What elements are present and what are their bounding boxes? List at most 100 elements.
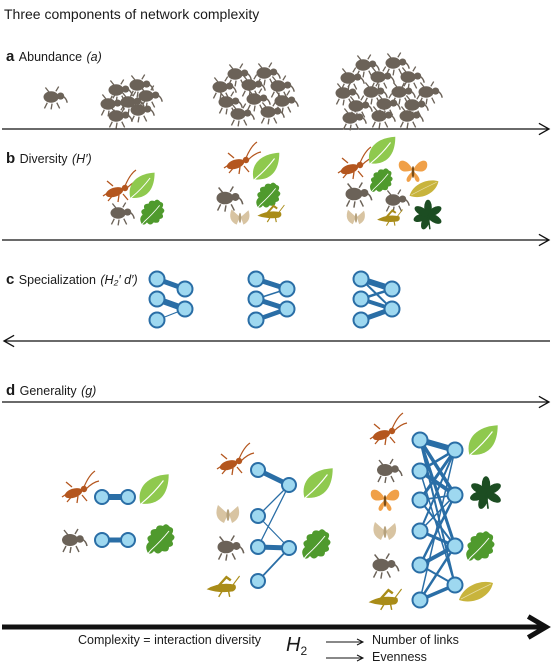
h2-symbol: H2 bbox=[286, 634, 307, 658]
panel-c-symbol: (H₂′ d′) bbox=[100, 273, 138, 287]
weevil-icon bbox=[241, 74, 266, 98]
network-link bbox=[419, 449, 456, 532]
oak-leaf-icon bbox=[301, 529, 331, 562]
oak-leaf-icon bbox=[255, 182, 281, 210]
network-node bbox=[176, 280, 194, 298]
weevil-icon bbox=[43, 86, 68, 110]
network-node bbox=[120, 532, 136, 548]
panel-b-name: Diversity bbox=[19, 152, 68, 166]
panel-a-heading: a Abundance (a) bbox=[6, 48, 102, 66]
weevil-icon bbox=[110, 202, 135, 226]
leaf-icon bbox=[459, 581, 493, 602]
network-node bbox=[411, 491, 429, 509]
network-node bbox=[250, 462, 266, 478]
label-number-of-links: Number of links bbox=[372, 633, 459, 647]
weevil-icon bbox=[227, 63, 252, 87]
weevil-icon bbox=[342, 107, 367, 131]
network-node bbox=[250, 539, 266, 555]
weevil-icon bbox=[340, 67, 365, 91]
network-node bbox=[94, 489, 110, 505]
network-link bbox=[418, 493, 457, 567]
weevil-icon bbox=[345, 182, 373, 208]
panel-c-name: Specialization bbox=[18, 273, 96, 287]
leaf-icon bbox=[466, 425, 498, 459]
longhorn-beetle-icon bbox=[223, 141, 262, 175]
network-node bbox=[148, 290, 166, 308]
network-node bbox=[120, 489, 136, 505]
weevil-icon bbox=[371, 105, 396, 129]
weevil-icon bbox=[335, 82, 360, 106]
network-node bbox=[281, 477, 297, 493]
leaf-icon bbox=[367, 136, 396, 167]
network-node bbox=[446, 537, 464, 555]
weevil-icon bbox=[372, 553, 400, 579]
weevil-icon bbox=[385, 52, 410, 76]
moth-icon bbox=[216, 505, 240, 523]
network-node bbox=[250, 573, 266, 589]
network-node bbox=[278, 300, 296, 318]
network-link bbox=[419, 449, 456, 601]
axis-generality-arrow bbox=[2, 395, 551, 409]
network-node bbox=[250, 508, 266, 524]
network-link bbox=[418, 438, 457, 497]
weevil-icon bbox=[256, 62, 281, 86]
weevil-icon bbox=[108, 105, 133, 129]
weevil-icon bbox=[274, 90, 299, 114]
weevil-icon bbox=[130, 99, 155, 123]
network-node bbox=[446, 441, 464, 459]
network-link bbox=[418, 544, 457, 602]
weevil-icon bbox=[217, 535, 245, 561]
longhorn-beetle-icon bbox=[61, 470, 100, 504]
weevil-icon bbox=[385, 189, 410, 213]
weevil-icon bbox=[108, 79, 133, 103]
network-link bbox=[418, 448, 457, 502]
weevil-icon bbox=[363, 81, 388, 105]
longhorn-beetle-icon bbox=[337, 146, 376, 180]
longhorn-beetle-icon bbox=[216, 442, 255, 476]
network-node bbox=[352, 290, 370, 308]
oak-leaf-icon bbox=[145, 524, 175, 557]
h2-symbol-main: H bbox=[286, 634, 301, 656]
network-node bbox=[411, 462, 429, 480]
network-node bbox=[411, 556, 429, 574]
network-node bbox=[411, 431, 429, 449]
weevil-icon bbox=[216, 186, 244, 212]
axis-diversity-arrow bbox=[2, 233, 551, 247]
moth-icon bbox=[373, 522, 397, 540]
network-node bbox=[411, 591, 429, 609]
compound-leaf-icon bbox=[413, 199, 442, 230]
leaf-icon bbox=[409, 180, 439, 198]
leaf-icon bbox=[137, 474, 169, 508]
panel-c-letter: c bbox=[6, 271, 15, 288]
arrow-to-evenness bbox=[326, 654, 365, 662]
panel-d-heading: d Generality (g) bbox=[6, 382, 96, 400]
panel-d-name: Generality bbox=[19, 384, 77, 398]
weevil-icon bbox=[370, 66, 395, 90]
weevil-icon bbox=[399, 105, 424, 129]
network-node bbox=[247, 270, 265, 288]
weevil-icon bbox=[376, 93, 401, 117]
network-node bbox=[94, 532, 110, 548]
weevil-icon bbox=[212, 76, 237, 100]
network-node bbox=[352, 311, 370, 329]
label-evenness: Evenness bbox=[372, 650, 427, 664]
network-link bbox=[257, 484, 290, 548]
panel-b-letter: b bbox=[6, 150, 16, 167]
butterfly-icon bbox=[398, 160, 428, 182]
network-node bbox=[247, 290, 265, 308]
panel-d-letter: d bbox=[6, 382, 16, 399]
icons-layer bbox=[43, 52, 501, 611]
network-node bbox=[278, 280, 296, 298]
network-node bbox=[411, 522, 429, 540]
compound-leaf-icon bbox=[470, 476, 501, 509]
moth-icon bbox=[346, 209, 365, 225]
panel-d-symbol: (g) bbox=[81, 384, 97, 398]
nodes-layer bbox=[94, 270, 464, 609]
panel-a-letter: a bbox=[6, 48, 15, 65]
weevil-icon bbox=[62, 528, 88, 554]
grasshopper-icon bbox=[377, 209, 403, 226]
grasshopper-icon bbox=[368, 588, 403, 611]
network-node bbox=[383, 300, 401, 318]
leaf-icon bbox=[251, 152, 280, 183]
